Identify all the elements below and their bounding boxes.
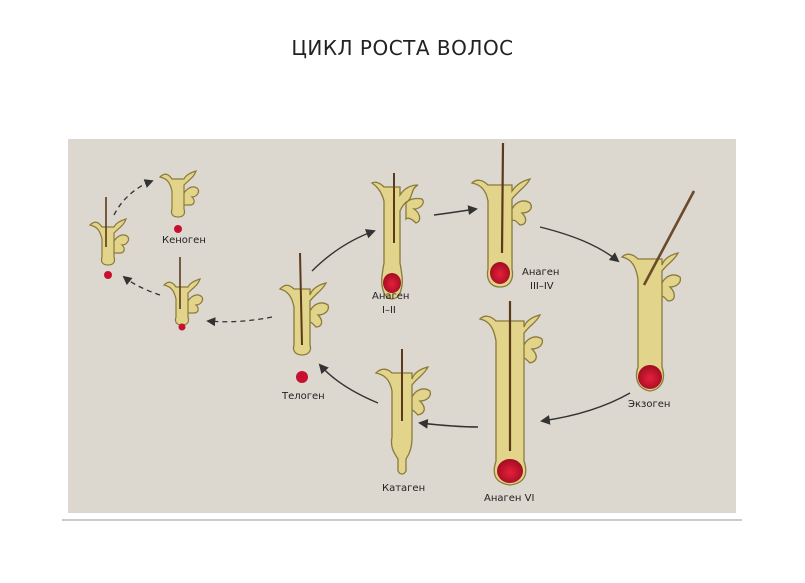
arrow-telogen-to-anagen-1-2 [311,229,376,272]
hair-cycle-figure: Кеноген Анаген I–II Анаген III–IV Экзоге… [62,139,742,521]
follicle-anagen-6 [478,301,544,486]
label-anagen-3-4-sub: III–IV [530,281,554,292]
arrow-new-growth-to-shedding [122,275,161,296]
follicle-telogen [278,252,330,383]
arrow-exogen-to-anagen-6 [540,392,631,425]
follicle-shedding [88,197,130,279]
follicle-kenogen [158,170,200,233]
label-telogen: Телоген [281,391,325,402]
arrow-shedding-to-kenogen [113,179,154,216]
slide-title: ЦИКЛ РОСТА ВОЛОС [291,36,514,60]
label-anagen-1-2: Анаген [372,291,409,302]
arrow-telogen-to-new-growth [206,316,273,327]
follicle-anagen-1-2 [370,173,424,300]
label-catagen: Катаген [382,483,425,494]
arrow-anagen-1-2-to-anagen-3-4 [433,205,478,216]
arrow-anagen-3-4-to-exogen [539,226,620,263]
label-exogen: Экзоген [628,399,670,410]
label-anagen-6: Анаген VI [484,493,534,504]
label-anagen-1-2-sub: I–II [382,305,396,316]
label-kenogen: Кеноген [162,235,206,246]
follicle-anagen-3-4 [470,142,532,288]
follicle-new-growth [162,257,204,331]
follicle-catagen [374,349,432,475]
arrow-anagen-6-to-catagen [418,418,479,429]
label-anagen-3-4: Анаген [522,267,559,278]
follicle-exogen [620,190,696,392]
arrow-catagen-to-telogen [318,363,379,404]
